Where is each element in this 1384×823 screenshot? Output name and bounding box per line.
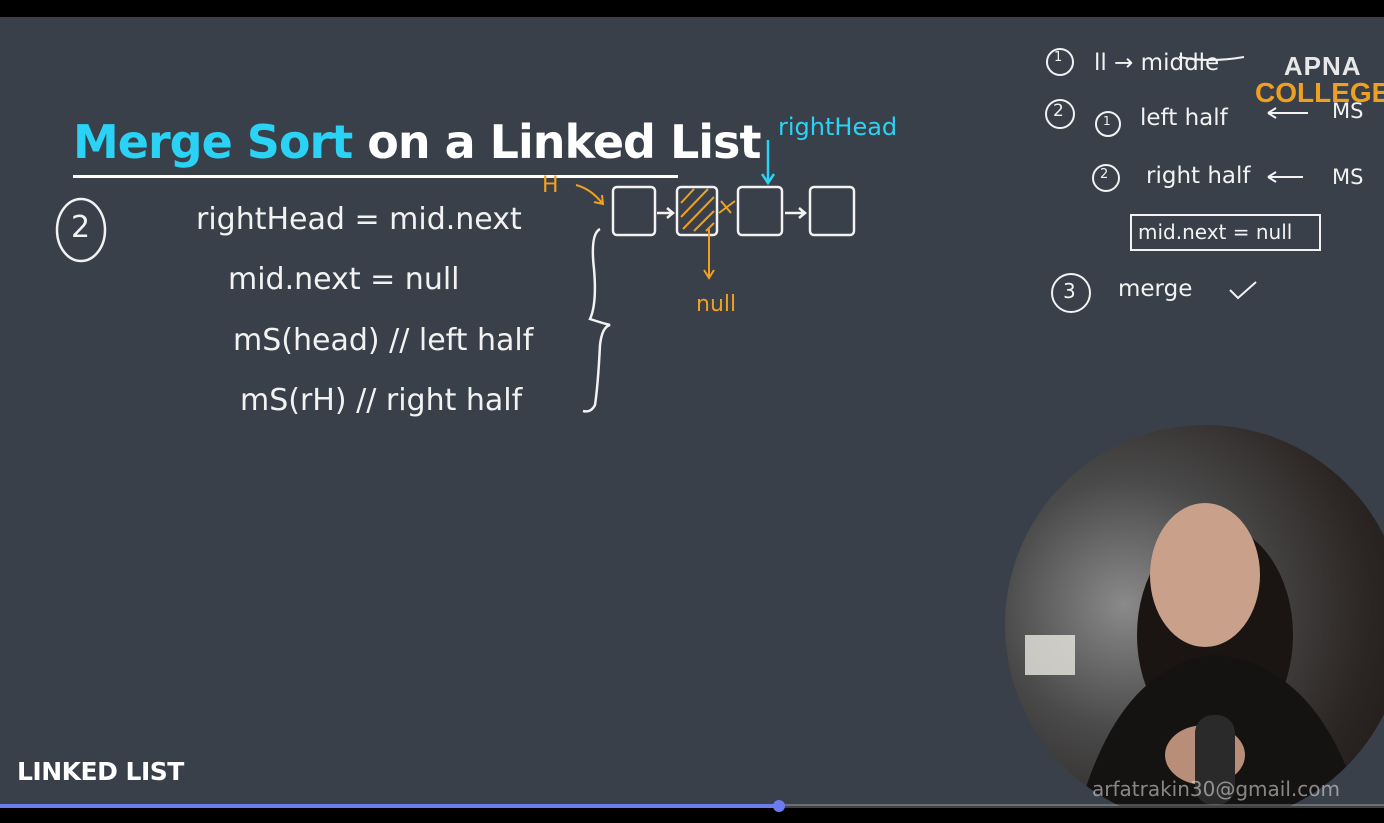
arrow-3-4 <box>785 207 807 219</box>
node-1 <box>611 185 657 237</box>
logo-line-1: APNA <box>1283 51 1362 81</box>
code-line-2: mid.next = null <box>228 262 460 297</box>
whiteboard-drawing <box>55 48 1321 413</box>
head-label: H <box>542 173 559 198</box>
email-watermark: arfatrakin30@gmail.com <box>1092 777 1340 801</box>
node-4 <box>808 185 856 237</box>
note-ms-2: MS <box>1332 165 1364 189</box>
null-label: null <box>696 292 737 317</box>
logo-line-2: COLLEGE <box>1255 77 1384 108</box>
presenter-silhouette <box>1025 503 1360 806</box>
right-head-arrow <box>760 140 776 186</box>
code-line-4: mS(rH) // right half <box>240 383 523 418</box>
note-ms-1: MS <box>1332 99 1364 123</box>
code-brace <box>582 227 611 413</box>
channel-logo: APNA COLLEGE <box>1255 53 1384 107</box>
step-number: 2 <box>71 210 91 245</box>
boxed-note-frame <box>1130 214 1321 251</box>
mid-node-hatch <box>575 184 736 280</box>
step-circle <box>55 197 107 263</box>
notes-shapes <box>1045 48 1321 313</box>
presenter-webcam <box>1005 425 1384 806</box>
note-1: ll → middle <box>1094 50 1220 76</box>
title-rest: on a Linked List <box>367 115 761 169</box>
video-progress-bar[interactable] <box>0 800 1384 812</box>
node-2 <box>675 185 719 237</box>
progress-scrubber-handle[interactable] <box>773 800 786 812</box>
title-highlight: Merge Sort <box>73 115 353 169</box>
note-circle-2-num: 2 <box>1053 101 1064 121</box>
title-underline <box>73 175 678 178</box>
right-head-label: rightHead <box>778 113 898 141</box>
linked-list-diagram <box>611 185 856 237</box>
note-3: merge <box>1118 276 1193 302</box>
code-line-1: rightHead = mid.next <box>196 202 522 237</box>
node-3 <box>736 185 784 237</box>
slide-title: Merge Sort on a Linked List <box>73 115 761 169</box>
note-circle-3-num: 3 <box>1063 279 1076 303</box>
note-circle-1-num: 1 <box>1054 50 1063 65</box>
progress-fill <box>0 804 780 808</box>
video-frame[interactable]: Merge Sort on a Linked List <box>0 17 1384 806</box>
boxed-note: mid.next = null <box>1138 220 1293 244</box>
note-circle-2a-num: 1 <box>1103 114 1111 128</box>
note-circle-2b-num: 2 <box>1100 167 1109 182</box>
arrow-1-2 <box>657 207 675 219</box>
note-2b: right half <box>1146 163 1251 189</box>
topic-label: LINKED LIST <box>17 757 184 786</box>
note-2a: left half <box>1140 105 1228 131</box>
code-line-3: mS(head) // left half <box>233 323 534 358</box>
